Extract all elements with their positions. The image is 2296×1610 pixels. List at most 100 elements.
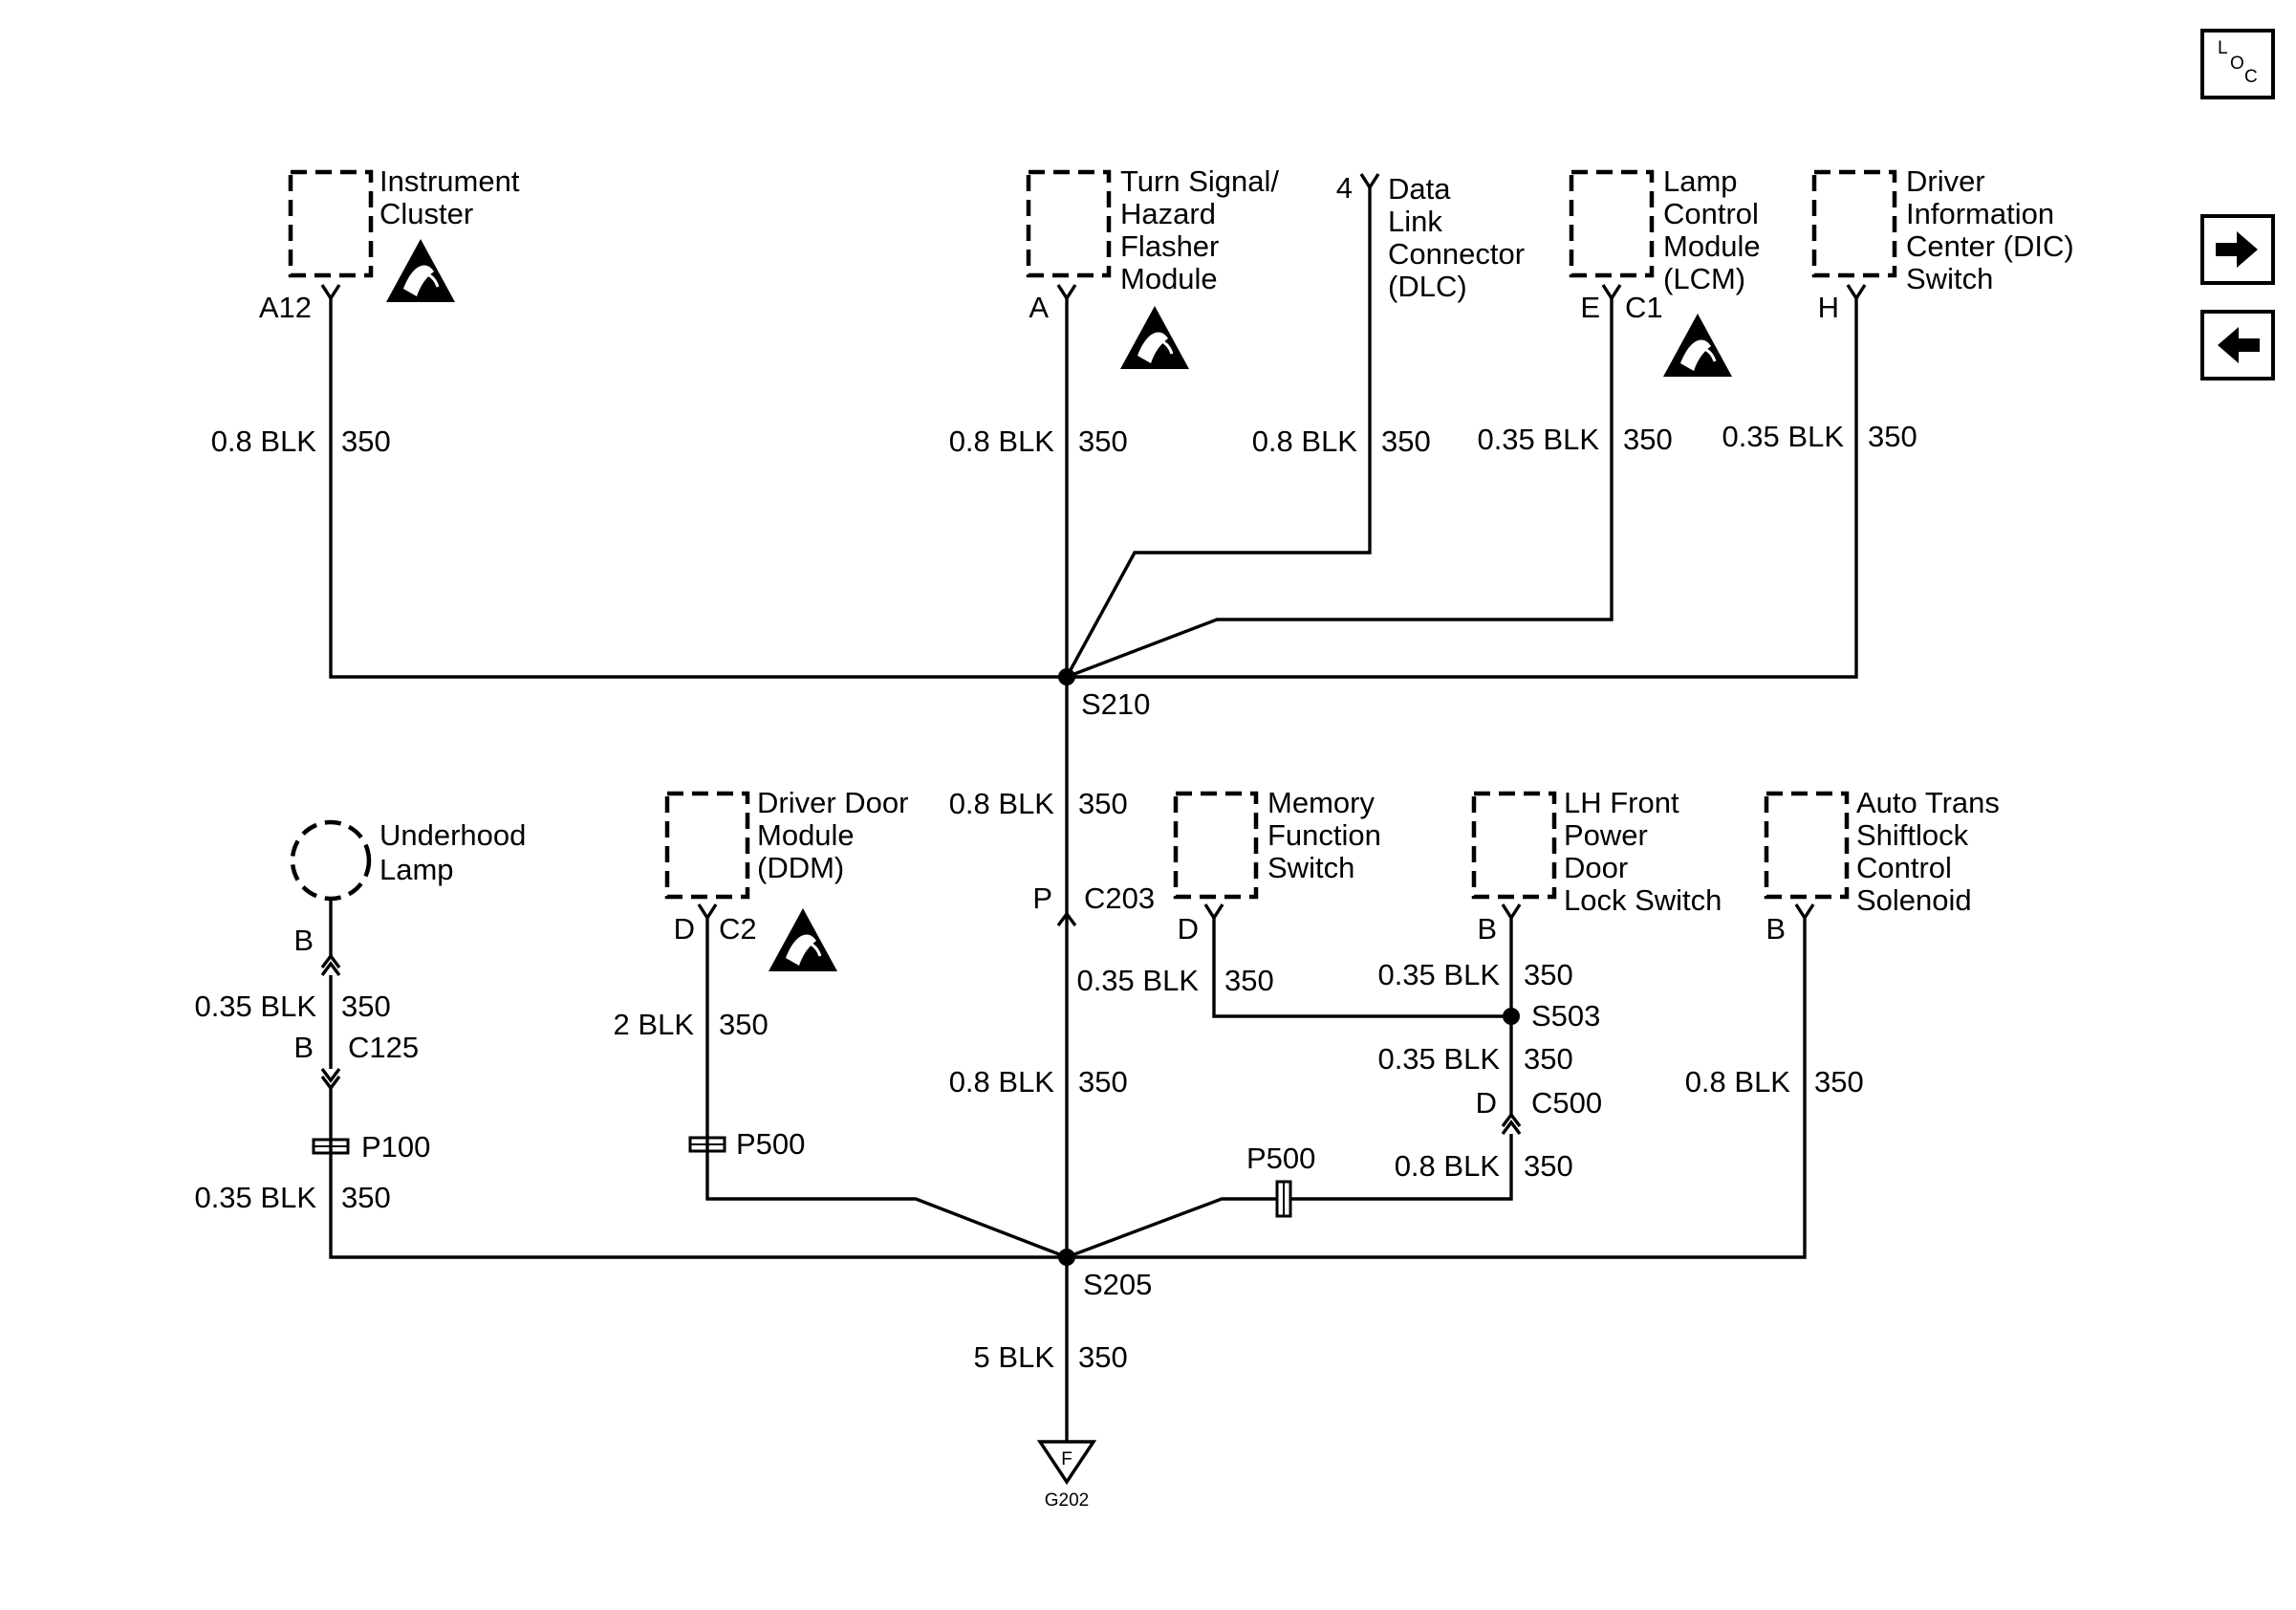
connector-symbol: [320, 961, 341, 977]
loc-icon: C: [2244, 67, 2258, 87]
component-label: Turn Signal/: [1120, 164, 1279, 198]
circuit-label: 350: [1524, 958, 1573, 991]
splice-label: S205: [1083, 1268, 1152, 1301]
circuit-label: 350: [1381, 424, 1431, 458]
component-label: Lock Switch: [1564, 883, 1722, 917]
pin-label: D: [1178, 912, 1199, 946]
splice-s503: S503: [1503, 999, 1600, 1033]
ground-icon: [1036, 1440, 1097, 1486]
ground-label: G202: [1045, 1490, 1089, 1511]
loc-button[interactable]: L O C: [2200, 29, 2275, 99]
wire-gauge-label: 0.35 BLK: [1377, 1042, 1500, 1076]
component-label: Memory: [1267, 786, 1375, 819]
circuit-label: 350: [1078, 424, 1128, 458]
connector-symbol: [320, 1067, 341, 1083]
circuit-label: 350: [1814, 1065, 1864, 1099]
component-label: Control: [1856, 851, 1952, 884]
wire: [1066, 1134, 1513, 1259]
connector-label: C500: [1531, 1086, 1602, 1120]
upper-wiring: [329, 187, 1858, 1257]
component-label: Lamp: [379, 853, 454, 886]
trunk-wire: 0.8 BLK 350 P C203 0.8 BLK 350: [949, 787, 1155, 1099]
pin-connector-symbol: [1203, 903, 1224, 922]
esd-warning-icon: [384, 237, 457, 304]
component-box: [1764, 791, 1850, 900]
wire: [1065, 187, 1372, 678]
wire: [329, 298, 1858, 679]
connector-symbol: [1501, 1120, 1522, 1136]
component-label: Module: [1120, 262, 1218, 295]
wire-gauge-label: 0.35 BLK: [194, 1181, 316, 1214]
grommet-label: P500: [736, 1127, 805, 1161]
lamp-symbol: [290, 819, 372, 902]
left-arrow-icon: [2218, 327, 2260, 363]
pin-connector-symbol: [1501, 903, 1522, 922]
wire-gauge-label: 0.8 BLK: [1395, 1149, 1501, 1183]
component-label: Hazard: [1120, 197, 1216, 230]
pin-connector-symbol: [1601, 284, 1622, 302]
pin-label: A12: [259, 291, 312, 324]
circuit-label: 350: [1224, 964, 1274, 997]
splice-dot: [1503, 1008, 1520, 1025]
component-label: Flasher: [1120, 229, 1219, 263]
circuit-label: 350: [1868, 420, 1917, 453]
circuit-label: 350: [341, 1181, 391, 1214]
splice-dot: [1058, 668, 1075, 685]
component-label: Underhood: [379, 818, 526, 852]
previous-page-button[interactable]: [2200, 310, 2275, 381]
pin-connector-symbol: [320, 284, 341, 302]
circuit-label: 350: [1524, 1149, 1573, 1183]
component-label: (DDM): [757, 851, 844, 884]
wire-gauge-label: 0.8 BLK: [949, 424, 1055, 458]
wire-gauge-label: 0.8 BLK: [949, 1065, 1055, 1099]
loc-button-frame[interactable]: [2200, 29, 2275, 99]
connector-label: C2: [719, 912, 757, 946]
splice-label: S503: [1531, 999, 1600, 1033]
connector-pin-label: D: [1476, 1086, 1497, 1120]
esd-warning-icon: [767, 906, 839, 973]
component-box: [1173, 791, 1259, 900]
circuit-label: 350: [1078, 787, 1128, 820]
pin-connector-symbol: [697, 903, 718, 922]
wire-gauge-label: 0.8 BLK: [211, 424, 317, 458]
component-label: Switch: [1267, 851, 1354, 884]
splice-s205: S205: [1058, 1249, 1152, 1301]
connector-pin-label: B: [293, 1031, 314, 1064]
wire-gauge-label: 0.8 BLK: [1252, 424, 1358, 458]
pin-connector-symbol: [1846, 284, 1867, 302]
connector-pin-label: B: [293, 924, 314, 957]
pin-label: A: [1029, 291, 1049, 324]
lh-front-power-door-lock-switch: LH Front Power Door Lock Switch B 0.35 B…: [1377, 786, 1722, 1183]
dic-switch: Driver Information Center (DIC) Switch H: [1811, 164, 2074, 324]
component-box: [288, 169, 374, 278]
next-page-button[interactable]: [2200, 214, 2275, 285]
previous-button-frame[interactable]: [2200, 310, 2275, 381]
pin-connector-symbol: [1359, 173, 1380, 191]
connector-label: C1: [1625, 291, 1663, 324]
component-label: LH Front: [1564, 786, 1679, 819]
upper-wire-labels: 0.8 BLK 350 0.8 BLK 350 0.8 BLK 350 0.35…: [211, 420, 1917, 458]
loc-icon: L: [2218, 38, 2228, 58]
circuit-label: 350: [1078, 1340, 1128, 1374]
component-label: Driver: [1906, 164, 1985, 198]
splice-dot: [1058, 1249, 1075, 1266]
pin-label: B: [1477, 912, 1497, 946]
circuit-label: 350: [1078, 1065, 1128, 1099]
pin-connector-symbol: [1794, 903, 1815, 922]
pin-label: H: [1818, 291, 1839, 324]
pin-label: 4: [1336, 171, 1353, 205]
component-label: Module: [1663, 229, 1761, 263]
circuit-label: 350: [719, 1008, 769, 1041]
connector-label: C203: [1084, 881, 1155, 915]
pin-connector-symbol: [1056, 284, 1077, 302]
component-label: Switch: [1906, 262, 1993, 295]
component-label: Driver Door: [757, 786, 908, 819]
component-label: Cluster: [379, 197, 473, 230]
wire-gauge-label: 0.35 BLK: [1477, 423, 1599, 456]
component-label: Power: [1564, 818, 1648, 852]
auto-trans-shiftlock-solenoid: Auto Trans Shiftlock Control Solenoid B …: [1685, 786, 2000, 1099]
circuit-label: 350: [1524, 1042, 1573, 1076]
memory-function-switch: Memory Function Switch D 0.35 BLK 350: [1076, 786, 1380, 997]
connector-label: C125: [348, 1031, 419, 1064]
grommet-label: P500: [1246, 1142, 1315, 1175]
